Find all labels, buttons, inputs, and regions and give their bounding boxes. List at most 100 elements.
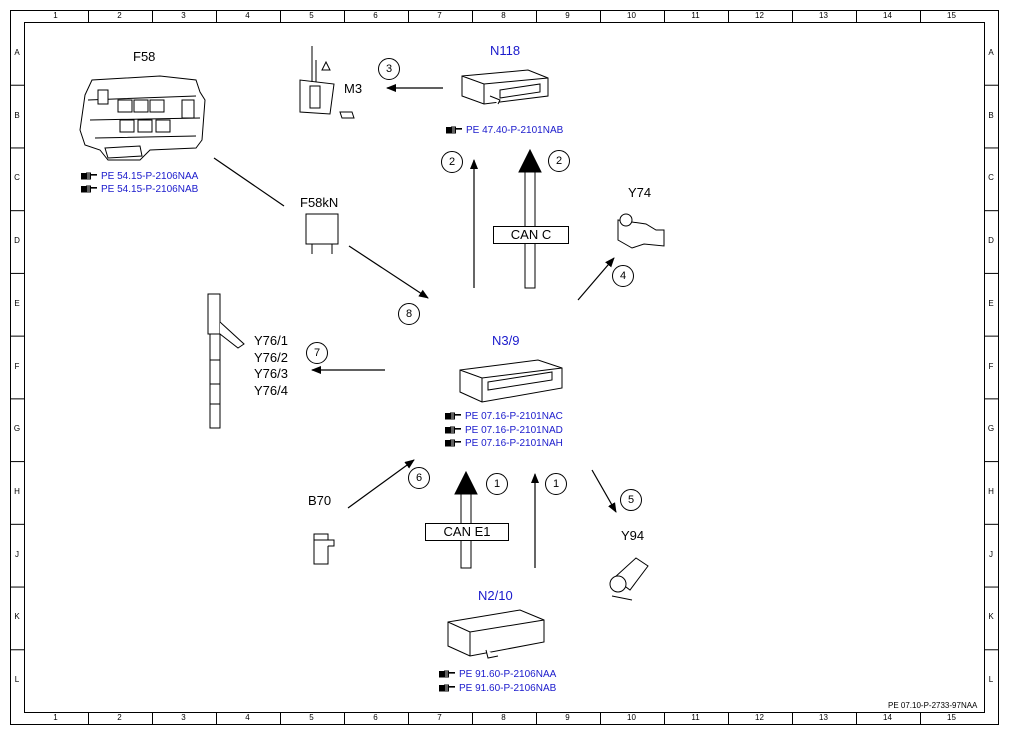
grid-column-label: 10 [627,713,636,722]
marker-7: 7 [306,342,328,364]
grid-column-label: 15 [947,713,956,722]
marker-3: 3 [378,58,400,80]
grid-column-label: 2 [117,11,122,20]
y76-1-label: Y76/1 [254,333,288,348]
can-c-label: CAN C [493,226,569,244]
grid-column-label: 3 [181,11,186,20]
grid-row-label: B [14,110,20,120]
f58-ref-2[interactable]: PE 54.15-P-2106NAB [80,183,198,196]
grid-column-label: 6 [373,713,378,722]
marker-4: 4 [612,265,634,287]
grid-row-label: J [15,549,19,559]
document-reference: PE 07.10-P-2733-97NAA [888,701,978,710]
grid-column-label: 9 [565,713,570,722]
grid-row-label: G [13,424,21,434]
grid-row-label: H [988,486,994,496]
y74-pressure-regulator-illustration [617,213,665,249]
can-e1-label: CAN E1 [425,523,509,541]
grid-column-label: 3 [181,713,186,722]
grid-row-label: F [14,361,20,371]
y76-2-label: Y76/2 [254,350,288,365]
pointing-hand-icon [444,425,462,434]
grid-row-label: B [988,110,994,120]
marker-5: 5 [620,489,642,511]
f58-ref-1[interactable]: PE 54.15-P-2106NAA [80,170,198,183]
m3-fuel-pump-illustration [299,46,355,119]
n2-10-ref-1[interactable]: PE 91.60-P-2106NAA [438,668,556,681]
grid-row-label: D [988,236,994,246]
b70-label: B70 [308,493,332,508]
b70-crankshaft-sensor-illustration [313,533,335,565]
grid-row-label: J [989,549,993,559]
grid-column-label: 5 [309,713,314,722]
marker-1b: 1 [545,473,567,495]
grid-column-label: 15 [947,11,956,20]
n2-10-ref-2[interactable]: PE 91.60-P-2106NAB [438,682,556,695]
arrow-b70-to-ecu [347,459,415,509]
grid-column-label: 8 [501,713,506,722]
y76-4-label: Y76/4 [254,383,288,398]
grid-row-label: H [14,486,20,496]
y94-quantity-control-valve-illustration [609,557,649,601]
f58-label: F58 [133,49,156,64]
grid-column-label: 6 [373,11,378,20]
grid-column-label: 12 [755,11,764,20]
f58-to-relay-line [213,157,285,207]
n3-9-ref-3[interactable]: PE 07.16-P-2101NAH [444,437,563,450]
grid-column-label: 9 [565,11,570,20]
grid-row-label: A [14,47,20,57]
grid-row-label: K [988,612,994,622]
f58kn-label: F58kN [300,195,339,210]
grid-row-label: E [988,298,994,308]
grid-column-label: 7 [437,11,442,20]
marker-2a: 2 [441,151,463,173]
y74-label: Y74 [628,185,652,200]
arrow-relay-to-ecu [348,245,429,299]
grid-column-label: 14 [883,11,892,20]
outer-frame [10,10,999,725]
marker-6: 6 [408,467,430,489]
grid-column-label: 2 [117,713,122,722]
grid-row-label: F [988,361,994,371]
pointing-hand-icon [80,184,98,193]
grid-column-label: 13 [819,713,828,722]
y76-injector-illustration [207,293,245,429]
m3-label: M3 [344,81,363,96]
grid-row-label: G [987,424,995,434]
inner-frame [24,22,985,713]
grid-row-label: E [14,298,20,308]
can-e1-bus-arrow [454,470,478,569]
y76-3-label: Y76/3 [254,366,288,381]
grid-column-label: 1 [53,713,58,722]
grid-column-label: 13 [819,11,828,20]
grid-column-label: 4 [245,713,250,722]
n3-9-ref-2[interactable]: PE 07.16-P-2101NAD [444,424,563,437]
n3-9-label: N3/9 [492,333,520,348]
y94-label: Y94 [621,528,645,543]
pointing-hand-icon [438,683,456,692]
marker-8: 8 [398,303,420,325]
grid-column-label: 8 [501,11,506,20]
grid-row-label: A [988,47,994,57]
n2-10-label: N2/10 [478,588,513,603]
n3-9-ref-1[interactable]: PE 07.16-P-2101NAC [444,410,563,423]
pointing-hand-icon [80,171,98,180]
marker-2b: 2 [548,150,570,172]
grid-column-label: 5 [309,11,314,20]
grid-column-label: 12 [755,713,764,722]
n2-10-control-unit-illustration [447,609,545,659]
pointing-hand-icon [445,125,463,134]
arrow-ecu-to-y74 [577,257,615,301]
n3-9-engine-control-unit-illustration [459,359,563,403]
can-c-bus-arrow [518,148,542,289]
grid-column-label: 1 [53,11,58,20]
grid-row-label: L [988,675,994,685]
grid-row-label: C [14,173,20,183]
grid-row-label: L [14,675,20,685]
pointing-hand-icon [438,669,456,678]
n118-label: N118 [490,43,521,58]
n118-ref-1[interactable]: PE 47.40-P-2101NAB [445,124,563,137]
grid-column-label: 10 [627,11,636,20]
f58kn-relay-illustration [305,213,339,254]
n118-control-unit-illustration [461,69,549,105]
